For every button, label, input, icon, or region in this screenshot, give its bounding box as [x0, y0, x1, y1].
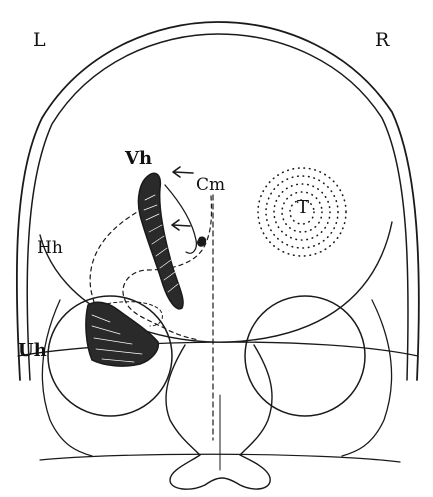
uh-structure: [86, 302, 158, 366]
dashed-path-vh-uh: [90, 205, 150, 318]
left-cheek-contour: [42, 300, 92, 456]
label-left-side: L: [33, 31, 46, 50]
label-hh: Hh: [37, 240, 63, 257]
vh-structure: [138, 173, 183, 308]
right-cheek-contour: [342, 300, 392, 456]
vh-strand-mark: [198, 237, 205, 245]
cranium-inner-contour: [27, 34, 408, 380]
label-vh: Vh: [125, 150, 152, 168]
right-orbit: [245, 296, 365, 416]
label-t: T: [297, 199, 309, 217]
cranium-outer-contour: [17, 22, 419, 380]
arrow-upper: [173, 167, 193, 177]
vh-strand: [165, 185, 196, 253]
arrow-lower: [172, 220, 190, 230]
label-cm: Cm: [196, 177, 225, 194]
label-right-side: R: [375, 31, 389, 50]
label-uh: Uh: [18, 342, 47, 360]
zygomatic-line: [18, 342, 418, 356]
nasal-contour: [166, 345, 272, 489]
